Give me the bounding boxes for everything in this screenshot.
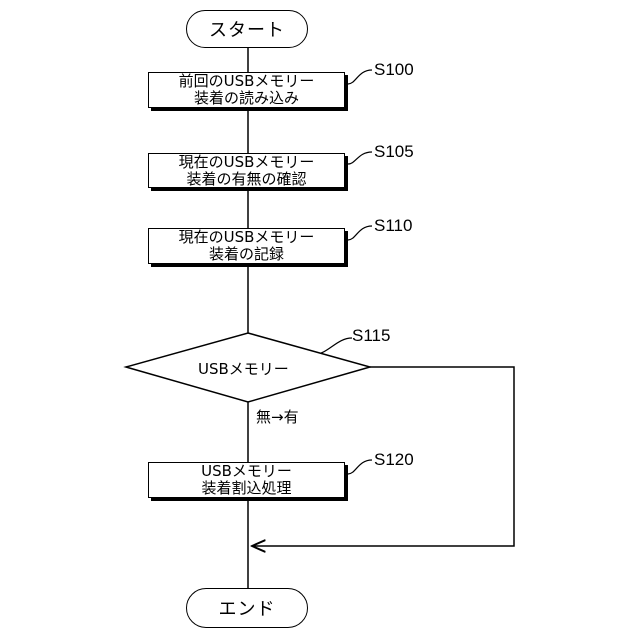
end-terminal: エンド	[186, 588, 308, 628]
process-text: 装着の有無の確認	[186, 171, 306, 188]
process-box-s110: 現在のUSBメモリー 装着の記録	[148, 228, 345, 264]
process-box-s100: 前回のUSBメモリー 装着の読み込み	[148, 72, 345, 108]
process-text: 前回のUSBメモリー	[179, 73, 315, 90]
leader-s100	[348, 70, 372, 84]
process-text: 現在のUSBメモリー	[179, 229, 315, 246]
process-text: 装着の読み込み	[194, 90, 299, 107]
step-id-s110: S110	[374, 216, 412, 236]
leader-s105	[348, 152, 372, 164]
step-id-s120: S120	[374, 450, 414, 470]
leader-s120	[348, 460, 372, 474]
process-text: 装着の記録	[209, 246, 284, 263]
decision-label: USBメモリー	[198, 358, 289, 379]
start-label: スタート	[209, 16, 285, 42]
process-box-s120: USBメモリー 装着割込処理	[148, 462, 345, 498]
step-id-s105: S105	[374, 142, 414, 162]
end-label: エンド	[219, 595, 276, 621]
process-text: 装着割込処理	[201, 480, 291, 497]
process-text: USBメモリー	[201, 463, 292, 480]
process-text: 現在のUSBメモリー	[179, 154, 315, 171]
step-id-s100: S100	[374, 60, 414, 80]
leader-s110	[348, 226, 372, 240]
start-terminal: スタート	[186, 10, 308, 48]
branch-label: 無→有	[256, 406, 299, 427]
step-id-s115: S115	[352, 326, 390, 346]
process-box-s105: 現在のUSBメモリー 装着の有無の確認	[148, 153, 345, 188]
